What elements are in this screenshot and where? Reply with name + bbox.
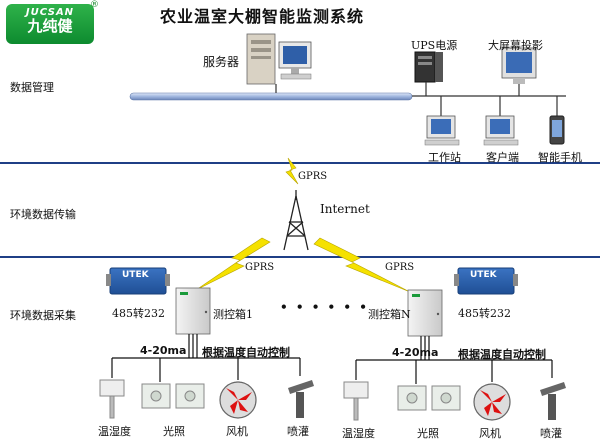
control-box-1-label: 测控箱1 [213,308,253,321]
sprinkler-icon [288,380,314,418]
converter-left-icon [106,267,170,295]
lightning-icon-left [195,237,271,291]
workstation-icon [424,115,460,146]
temp-humidity-sensor-icon [343,381,369,421]
brand-logo: JUCSAN 九纯健 [6,4,94,44]
control-box-n-icon [407,289,443,337]
logo-latin: JUCSAN [25,7,75,18]
sensor-label: 喷灌 [287,425,309,438]
logo-chinese: 九纯健 [27,17,73,35]
auto-control-label-left: 根据温度自动控制 [202,346,290,359]
converter-right-brand: UTEK [470,270,497,280]
smartphone-icon [549,115,565,145]
lightning-icon-right [313,237,411,293]
sensor-label: 光照 [163,425,185,438]
server-icon [246,33,312,85]
converter-left-brand: UTEK [122,270,149,280]
sprinkler-icon [540,382,566,420]
gprs-label-top: GPRS [298,171,328,182]
ups-icon [414,51,443,83]
converter-right-icon [454,267,518,295]
temp-humidity-sensor-icon [99,379,125,419]
sensor-label: 风机 [226,425,248,438]
client-label: 客户端 [486,151,519,164]
sensor-label: 喷灌 [540,427,562,440]
server-label: 服务器 [203,55,240,69]
signal-label-left: 4-20ma [140,344,187,357]
network-bus [129,92,413,101]
converter-right-label: 485转232 [458,307,511,320]
zone-label-data-management: 数据管理 [10,81,54,94]
zone-label-collection: 环境数据采集 [10,309,76,322]
sensor-label: 风机 [479,427,501,440]
signal-label-right: 4-20ma [392,346,439,359]
gprs-tower-icon [283,190,309,251]
sensor-label: 光照 [417,427,439,440]
projector-label: 大屏幕投影 [488,39,543,52]
registered-mark: ® [90,0,99,10]
control-box-n-label: 测控箱N [368,308,411,321]
gprs-label-right: GPRS [385,262,415,273]
internet-label: Internet [320,202,370,216]
ups-label: UPS电源 [411,39,458,52]
fan-icon [473,383,511,421]
lightning-icon-top [285,157,299,185]
sensor-label: 温湿度 [342,427,375,440]
fan-icon [219,381,257,419]
light-sensor-icon [141,383,205,409]
projector-screen-icon [501,47,537,84]
sensor-label: 温湿度 [98,425,131,438]
zone-label-transmission: 环境数据传输 [10,208,76,221]
ellipsis-dots: • • • • • • [280,300,369,314]
converter-left-label: 485转232 [112,307,165,320]
workstation-label: 工作站 [428,151,461,164]
auto-control-label-right: 根据温度自动控制 [458,348,546,361]
gprs-label-left: GPRS [245,262,275,273]
smartphone-label: 智能手机 [538,151,582,164]
control-box-1-icon [175,287,211,335]
light-sensor-icon [397,385,461,411]
client-icon [483,115,519,146]
page-title: 农业温室大棚智能监测系统 [160,7,365,26]
